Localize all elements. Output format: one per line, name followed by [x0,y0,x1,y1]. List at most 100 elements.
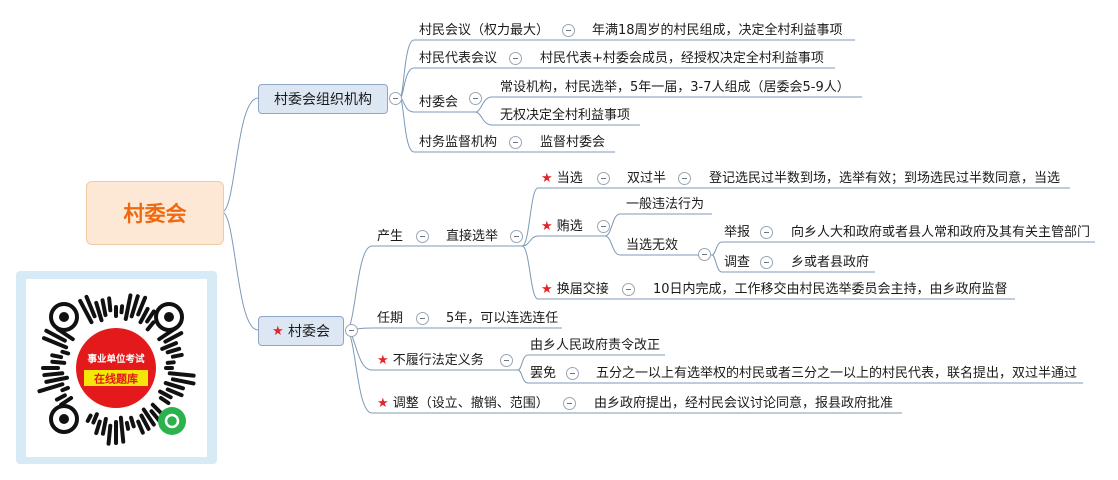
node-elected-label: 当选 [556,171,583,186]
collapse-icon[interactable] [416,312,429,325]
collapse-icon[interactable] [500,354,513,367]
star-icon: ★ [271,323,284,339]
qr-ray [170,352,184,359]
node-bribe[interactable]: ★ 贿选 [541,218,583,235]
star-icon: ★ [377,396,389,411]
node-bribe-general[interactable]: 一般违法行为 [626,197,705,212]
collapse-icon[interactable] [698,248,711,261]
collapse-icon[interactable] [509,52,522,65]
collapse-icon[interactable] [562,24,575,37]
qr-ray [114,420,118,445]
node-term[interactable]: 任期 [377,311,404,326]
collapse-icon[interactable] [622,283,635,296]
node-committee[interactable]: 村委会 [419,95,459,110]
node-meeting[interactable]: 村民会议（权力最大） [419,23,550,38]
node-recall[interactable]: 罢免 [530,366,557,381]
qr-ray [50,359,67,365]
collapse-icon[interactable] [678,172,691,185]
node-adjust[interactable]: ★ 调整（设立、撤销、范围） [377,395,549,412]
node-cw[interactable]: ★ 村委会 [258,316,344,346]
node-handover[interactable]: ★ 换届交接 [541,281,609,298]
node-recall-desc[interactable]: 五分之一以上有选举权的村民或者三分之一以上的村民代表，联名提出，双过半通过 [596,366,1078,381]
node-rep[interactable]: 村民代表会议 [419,51,498,66]
qr-ray [138,306,150,325]
node-supervise-desc[interactable]: 监督村委会 [540,135,606,150]
node-adjust-desc[interactable]: 由乡政府提出，经村民会议讨论同意，报县政府批准 [594,396,894,411]
qr-ray [94,300,104,323]
qr-ray [136,419,145,435]
star-icon: ★ [541,282,553,297]
node-report-desc[interactable]: 向乡人大和政府或者县人常和政府及其有关主管部门 [791,225,1091,240]
qr-ray [100,417,108,436]
qr-ray [85,413,93,423]
root-label: 村委会 [123,202,187,226]
qr-ray [123,293,133,321]
qr-ray [59,396,74,407]
root-node[interactable]: 村委会 [86,181,224,245]
collapse-icon[interactable] [597,220,610,233]
collapse-icon[interactable] [389,92,402,105]
qr-ray [41,336,69,350]
qr-line2: 在线题库 [94,372,138,386]
node-report[interactable]: 举报 [724,225,751,240]
collapse-icon[interactable] [760,256,773,269]
node-duty-order[interactable]: 由乡人民政府责令改正 [530,338,661,353]
qr-ray [114,305,118,318]
collapse-icon[interactable] [416,230,429,243]
node-duty[interactable]: ★ 不履行法定义务 [377,352,484,369]
node-produce[interactable]: 产生 [377,229,404,244]
qr-ray [50,353,64,360]
star-icon: ★ [541,171,553,186]
collapse-icon[interactable] [509,136,522,149]
qr-code-frame[interactable]: 事业单位考试 在线题库 [26,279,207,457]
qr-ray [164,366,174,370]
qr-ray [54,393,67,402]
node-cw-label: 村委会 [288,324,331,340]
qr-ray [60,385,70,393]
node-elected[interactable]: ★ 当选 [541,170,583,187]
qr-ray [37,382,65,394]
node-investigate[interactable]: 调查 [724,255,751,270]
qr-ray [42,371,65,378]
qr-ray [91,412,99,425]
node-adjust-label: 调整（设立、撤销、范围） [392,396,549,411]
qr-ray [139,413,151,431]
qr-ray [160,341,179,351]
qr-ray [107,296,113,313]
star-icon: ★ [377,353,389,368]
node-handover-label: 换届交接 [556,282,609,297]
node-committee-desc1[interactable]: 常设机构，村民选举，5年一届，3-7人组成（居委会5-9人） [500,80,850,95]
node-investigate-desc[interactable]: 乡或者县政府 [791,255,870,270]
qr-ray [170,377,196,386]
node-direct-election[interactable]: 直接选举 [446,229,499,244]
qr-ray [163,381,185,391]
collapse-icon[interactable] [597,172,610,185]
collapse-icon[interactable] [469,92,482,105]
qr-ray [145,320,156,332]
node-handover-desc[interactable]: 10日内完成，工作移交由村民选举委员会主持，由乡政府监督 [653,282,1008,297]
collapse-icon[interactable] [566,367,579,380]
node-duty-label: 不履行法定义务 [392,353,484,368]
collapse-icon[interactable] [760,226,773,239]
qr-ray [94,419,102,436]
node-bribe-invalid[interactable]: 当选无效 [626,238,679,253]
qr-ray [84,294,97,319]
node-term-desc[interactable]: 5年，可以连选连任 [446,311,559,326]
qr-ray [165,346,182,355]
collapse-icon[interactable] [563,397,576,410]
node-supervise[interactable]: 村务监督机构 [419,135,498,150]
node-double-half[interactable]: 双过半 [627,171,667,186]
qr-ray [124,420,131,431]
node-elected-desc[interactable]: 登记选民过半数到场，选举有效；到场选民过半数同意，当选 [709,171,1061,186]
collapse-icon[interactable] [345,324,358,337]
qr-ray [165,387,184,398]
qr-code-icon: 事业单位考试 在线题库 [37,293,196,446]
collapse-icon[interactable] [510,230,523,243]
qr-ray [106,423,113,446]
node-rep-desc[interactable]: 村民代表+村委会成员，经授权决定全村利益事项 [540,51,824,66]
node-committee-desc2[interactable]: 无权决定全村利益事项 [500,108,631,123]
qr-ray [158,389,173,400]
qr-ray [44,328,67,343]
node-org[interactable]: 村委会组织机构 [258,84,388,114]
node-meeting-desc[interactable]: 年满18周岁的村民组成，决定全村利益事项 [592,23,843,38]
